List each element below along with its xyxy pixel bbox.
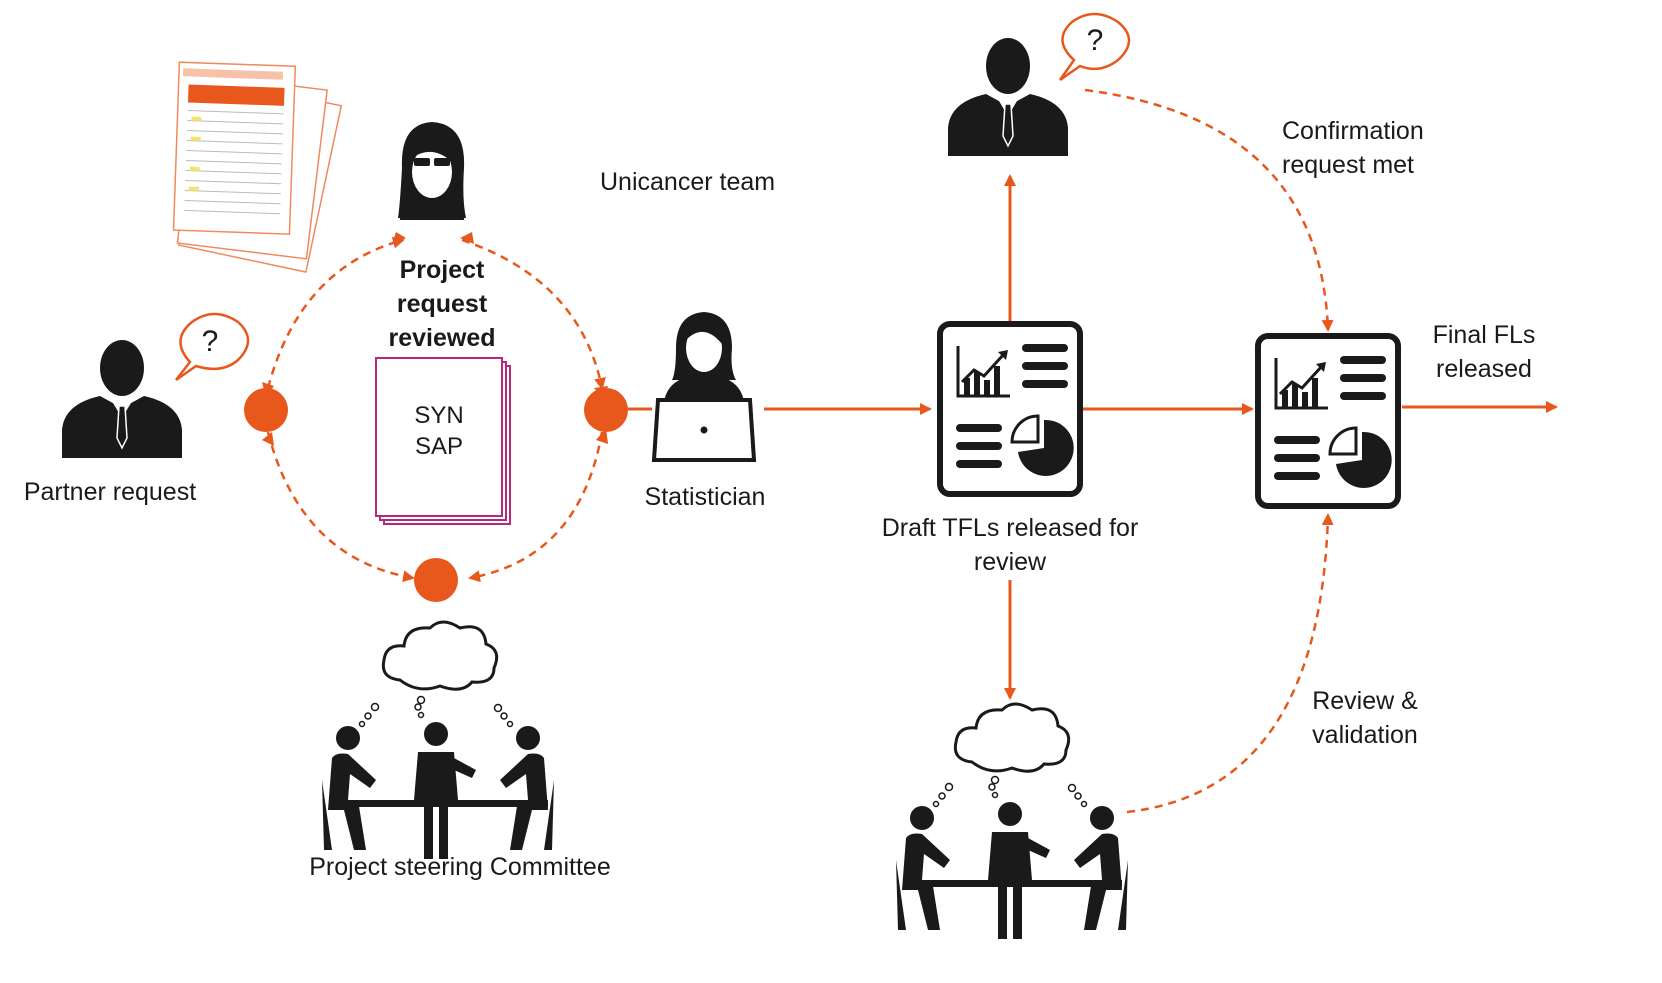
dashed-feedback-arrows (259, 88, 1334, 814)
review-thought-cloud-icon (953, 702, 1071, 773)
final-report-icon (1258, 336, 1398, 506)
draft-report-icon (940, 324, 1080, 494)
paper-stack-icon (172, 61, 343, 273)
partner-request-label: Partner request (23, 478, 197, 506)
unicancer-team-label: Unicancer team (600, 168, 776, 196)
reviewer-speech-bubble-icon (1058, 12, 1131, 82)
steering-thought-cloud-icon (381, 620, 499, 691)
reviewer-person-icon (947, 37, 1069, 157)
draft-tfls-label: Draft TFLs released for review (881, 514, 1139, 576)
node-left (244, 388, 288, 432)
syn-label: SYN (414, 402, 464, 429)
statistician-label: Statistician (644, 483, 766, 511)
review-meeting-icon (895, 775, 1129, 940)
review-validation-label: Review & validation (1312, 687, 1418, 749)
woman-glasses-icon (398, 122, 466, 220)
reviewer-question-mark: ? (1086, 24, 1104, 57)
syn-sap-document-stack (375, 357, 511, 525)
statistician-laptop-icon (651, 312, 757, 462)
node-right (584, 388, 628, 432)
partner-question-mark: ? (201, 325, 219, 358)
project-request-reviewed-label: Project request reviewed (388, 256, 496, 352)
confirmation-request-met-label: Confirmation request met (1282, 117, 1424, 179)
partner-person-icon (61, 339, 183, 459)
node-bottom (414, 558, 458, 602)
partner-speech-bubble-icon (175, 312, 250, 382)
solid-flow-arrows (628, 174, 1558, 700)
project-steering-committee-label: Project steering Committee (309, 853, 611, 881)
steering-meeting-icon (321, 695, 555, 860)
final-fls-released-label: Final FLs released (1432, 321, 1536, 383)
sap-label: SAP (414, 433, 464, 460)
flow-nodes (244, 388, 628, 602)
